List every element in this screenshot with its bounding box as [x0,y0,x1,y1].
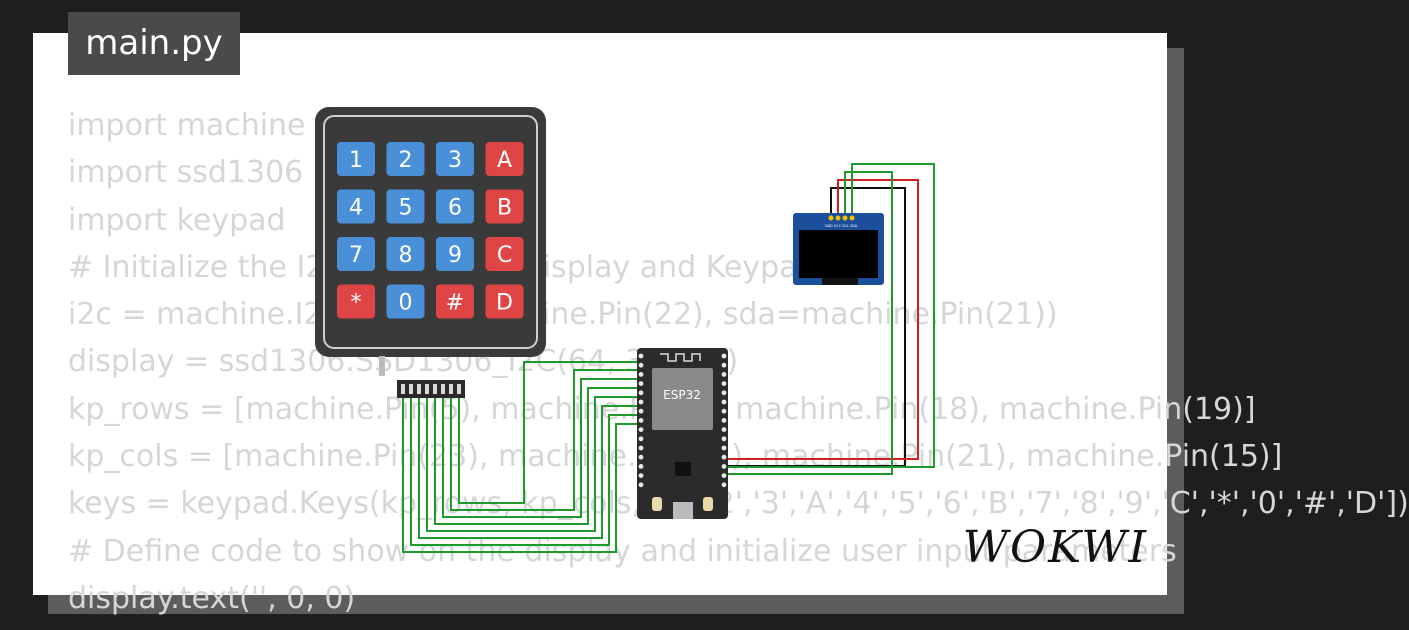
esp32-pin [638,436,644,442]
keypad-key-label: 4 [349,196,363,221]
wokwi-logo: WOKWI [962,522,1148,573]
keypad-key[interactable]: A [485,142,524,176]
esp32-pin [721,454,727,460]
keypad-key-label: 8 [399,243,413,268]
oled-display[interactable]: GND VCC SCL SDA [793,213,884,285]
esp32-pin [638,473,644,478]
esp32-pin [638,362,644,368]
keypad-key[interactable]: B [485,189,524,224]
connector-pin [449,384,453,394]
keypad-key[interactable]: 6 [436,189,474,224]
code-line: import ssd1306 [68,155,304,191]
keypad-key[interactable]: 5 [386,189,425,224]
esp32-pin [721,427,727,432]
keypad-key-label: B [497,196,512,221]
esp32-pin [638,464,644,469]
esp32-pin [638,418,644,423]
oled-pin-labels: GND VCC SCL SDA [825,224,858,228]
esp32-pin [721,482,727,488]
esp32-pin [721,473,727,478]
keypad-key[interactable]: 0 [386,284,425,319]
esp32-pin [721,399,727,405]
keypad-key[interactable]: 7 [337,237,375,271]
keypad[interactable]: 1 2 3 A 4 5 6 B 7 8 9 C * 0 # D [315,107,546,398]
keypad-key-label: 0 [399,291,413,316]
keypad-key[interactable]: # [436,284,474,319]
connector-pin [441,384,445,394]
esp32-pin [721,418,727,423]
esp32-pin [721,390,727,396]
esp32-pin [638,381,644,386]
keypad-key[interactable]: 4 [337,189,375,224]
keypad-key-label: D [496,291,513,316]
keypad-key-label: 7 [349,243,363,268]
code-line: keys = keypad.Keys(kp_rows, kp_cols, ['1… [68,486,1409,522]
esp32-pin [638,408,644,414]
esp32-pin [721,408,727,414]
esp32-pin [721,381,727,386]
keypad-key[interactable]: D [485,284,524,319]
code-line: import keypad [68,202,286,238]
connector-pin [409,384,413,394]
esp32-pin [721,362,727,368]
keypad-key[interactable]: 2 [386,142,425,176]
keypad-key-label: # [446,291,464,316]
keypad-key-label: 3 [448,148,462,173]
file-tab[interactable]: main.py [68,12,240,75]
esp32-pin [721,353,727,359]
esp32-pin [721,372,727,377]
keypad-key-label: A [497,148,512,173]
keypad-key-label: 1 [349,148,363,173]
esp32-pin [721,436,727,442]
esp32-pin [638,372,644,377]
connector-pin [457,384,461,394]
esp32-pin [638,390,644,396]
keypad-key[interactable]: 8 [386,237,425,271]
code-line: import machine [68,108,306,143]
connector-pin [401,384,405,394]
keypad-key-label: 5 [399,196,413,221]
esp32-pin [638,482,644,488]
esp32-pin [721,445,727,451]
keypad-wires [402,361,637,553]
keypad-key-label: 9 [448,243,462,268]
keypad-key[interactable]: 3 [436,142,474,176]
esp32-pin [638,454,644,460]
esp32-pin [638,445,644,451]
esp32-pin [638,399,644,405]
keypad-key-label: 2 [399,148,413,173]
keypad-key[interactable]: 9 [436,237,474,271]
keypad-key[interactable]: C [485,237,524,271]
esp32-label: ESP32 [663,388,701,402]
connector-pin [417,384,421,394]
keypad-key-label: 6 [448,196,462,221]
connector-pin [433,384,437,394]
esp32-board[interactable]: ESP32 [637,348,728,519]
esp32-pin [638,427,644,432]
keypad-key[interactable]: * [337,284,375,319]
circuit-diagram: 1 2 3 A 4 5 6 B 7 8 9 C * 0 # D ESP32 GND VCC SCL SDA [315,107,935,553]
keypad-key[interactable]: 1 [337,142,375,176]
connector-pin [425,384,429,394]
keypad-key-label: C [497,243,512,268]
esp32-pin [638,353,644,359]
oled-wires [728,163,935,475]
code-line: kp_rows = [machine.Pin(5), machine.Pin(4… [68,391,1256,427]
keypad-key-label: * [351,291,362,316]
code-line: display.text('', 0, 0) [68,580,356,616]
esp32-pin [721,464,727,469]
